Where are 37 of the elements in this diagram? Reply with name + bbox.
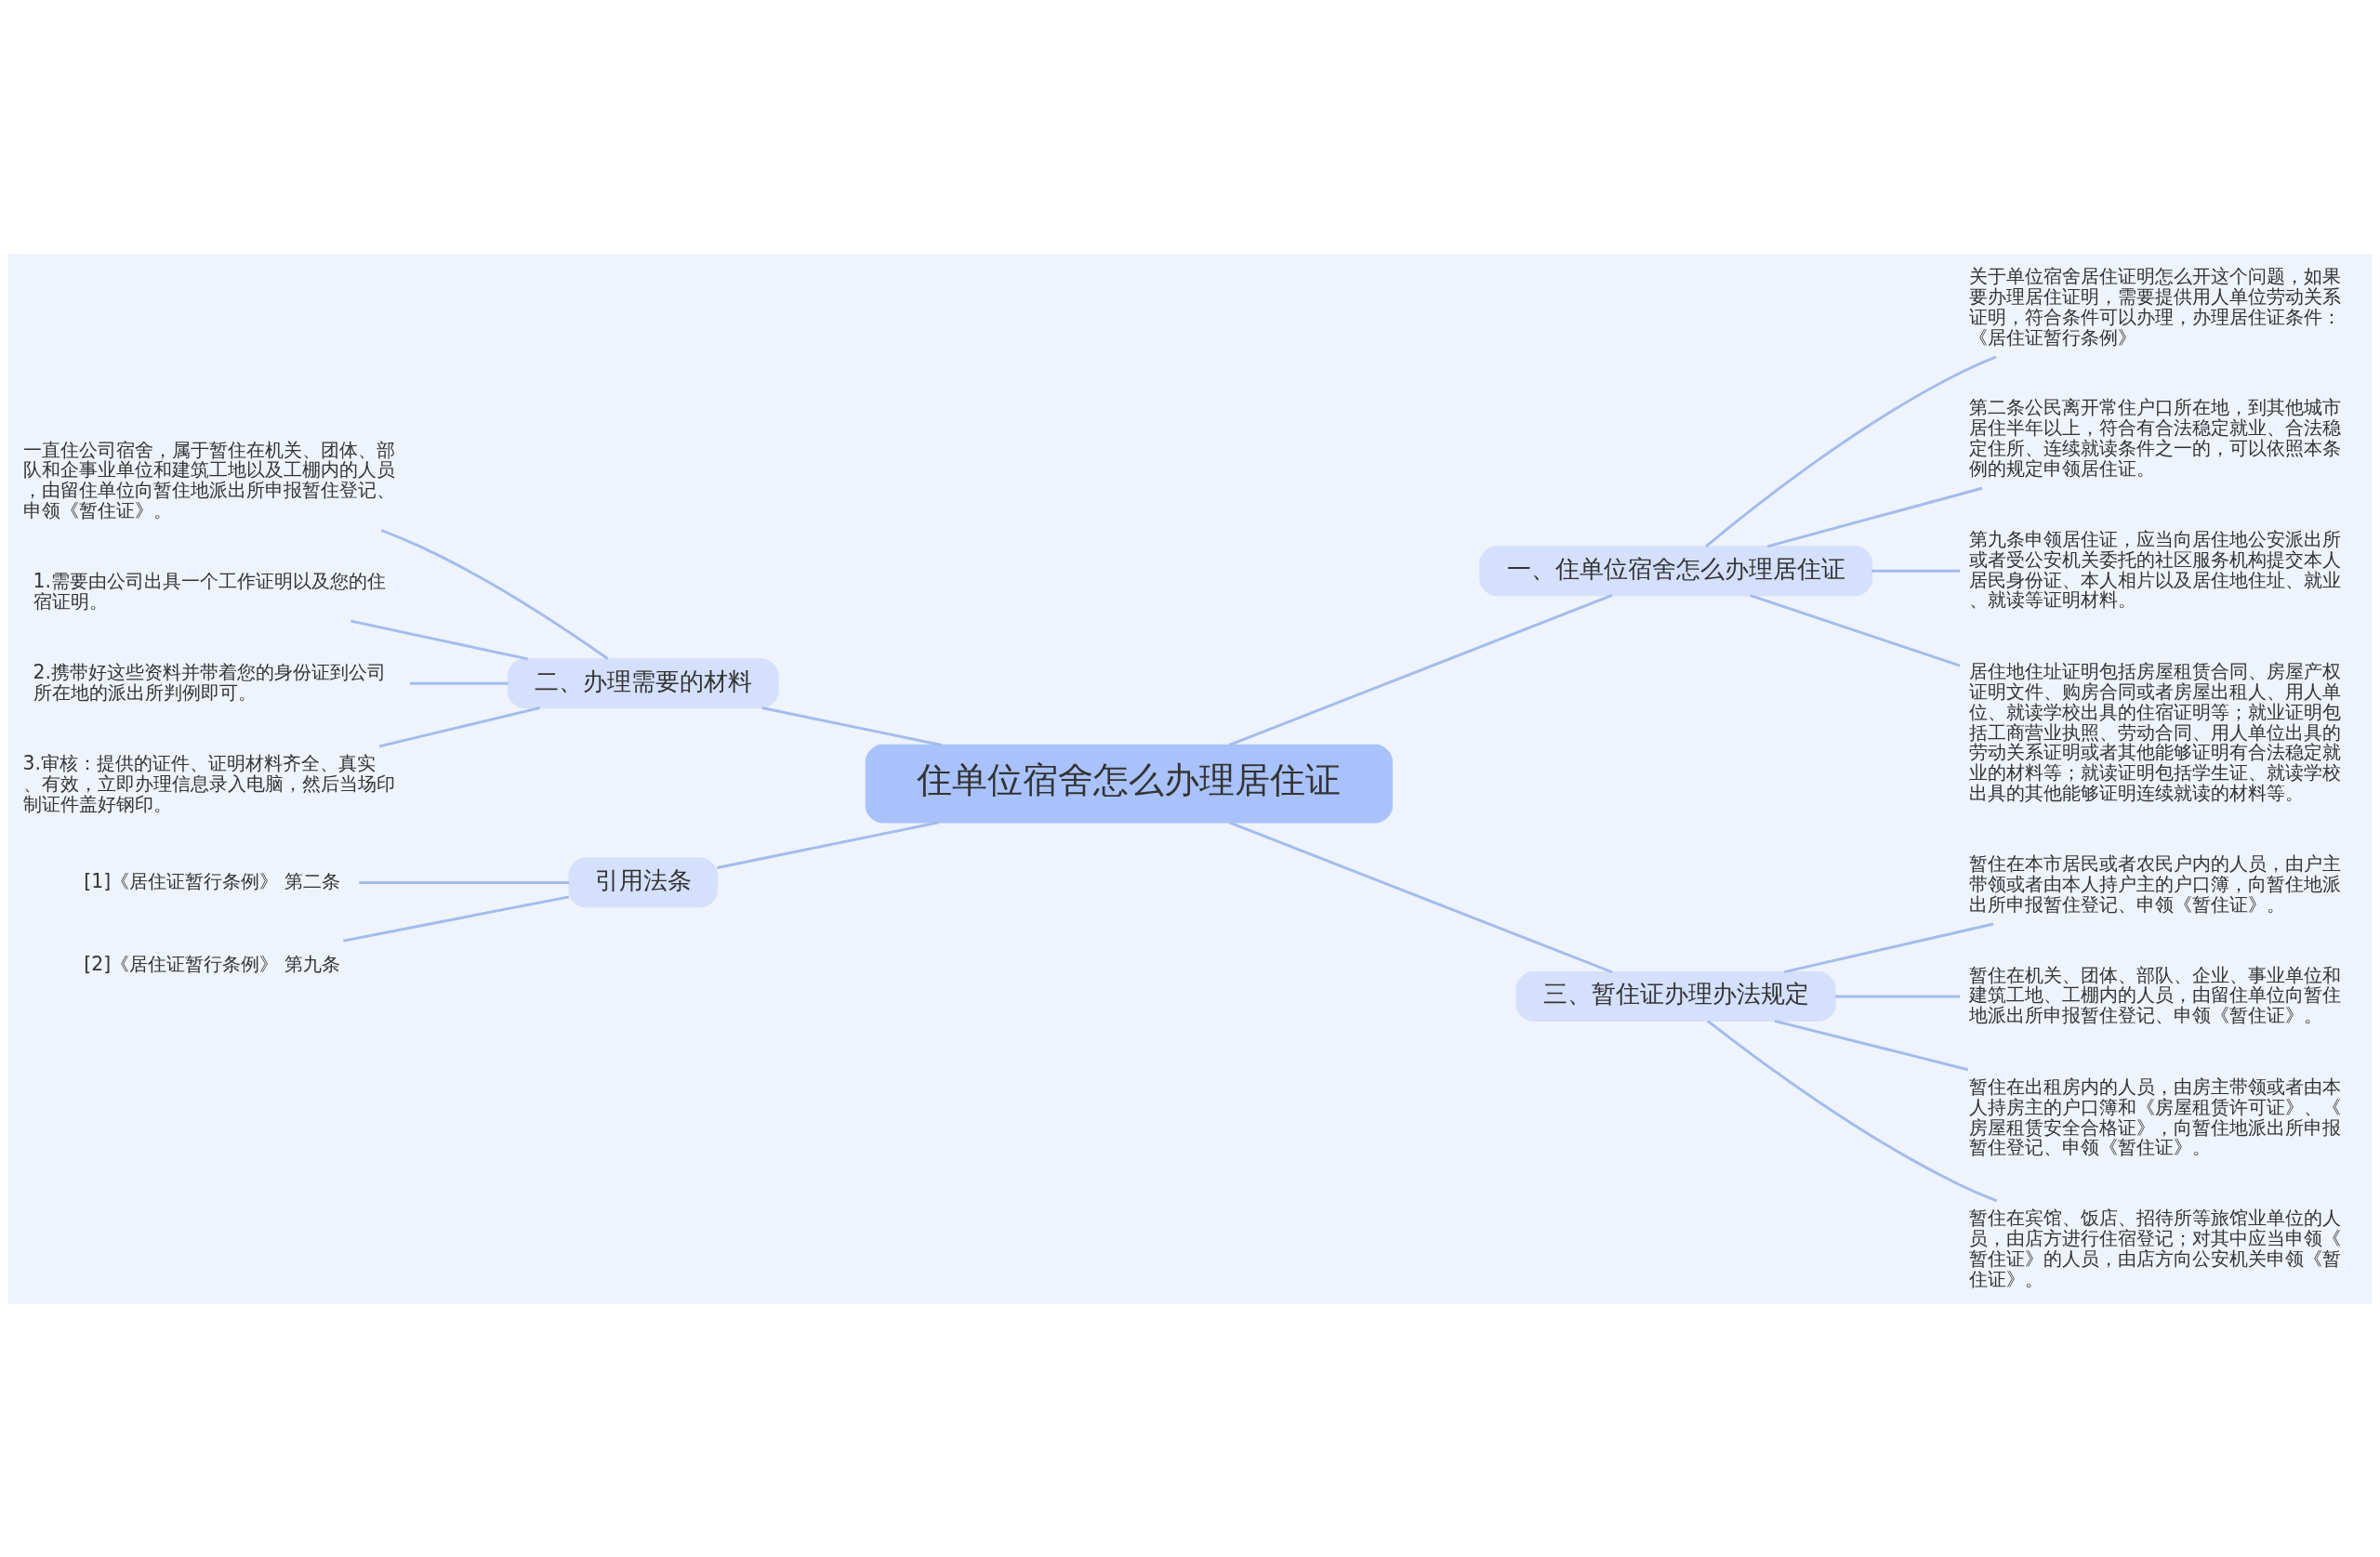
node-text: 暂住在宾馆、饭店、招待所等旅馆业单位的人员，由店方进行住宿登记；对其中应当申领《暂住证》的人员，由店方向公安机关申领《暂住证》。 — [1969, 1206, 2342, 1290]
connector — [761, 706, 942, 746]
connector — [1835, 995, 1961, 997]
node-text: 3.审核：提供的证件、证明材料齐全、真实、有效，立即办理信息录入电脑，然后当场印制证件盖好钢印。 — [22, 751, 395, 815]
node-box: 引用法条 — [568, 857, 718, 907]
node-text: 暂住在本市居民或者农民户内的人员，由户主带领或者由本人持户主的户口簿，向暂住地派出所申报暂住登记、申领《暂住证》。 — [1969, 851, 2342, 916]
node-text: 一直住公司宿舍，属于暂住在机关、团体、部队和企事业单位和建筑工地以及工棚内的人员，由留住单位向暂住地派出所申报暂住登记、申领《暂住证》。 — [22, 438, 395, 521]
node-text: 暂住在机关、团体、部队、企业、事业单位和建筑工地、工棚内的人员，由留住单位向暂住地派出所申报暂住登记、申领《暂住证》。 — [1969, 963, 2342, 1026]
connector — [1750, 593, 1961, 667]
node-text: 暂住在出租房内的人员，由房主带领或者由本人持房主的户口簿和《房屋租赁许可证》、《房屋租赁安全合格证》，向暂住地派出所申报暂住登记、申领《暂住证》。 — [1969, 1075, 2342, 1158]
node-text: 关于单位宿舍居住证明怎么开这个问题，如果要办理居住证明，需要提供用人单位劳动关系证明，符合条件可以办理，办理居住证条件：《居住证暂行条例》 — [1969, 264, 2342, 349]
node-text: [1]《居住证暂行条例》 第二条 — [84, 869, 340, 892]
connector — [343, 894, 570, 943]
connector — [350, 619, 529, 660]
connector — [378, 706, 540, 747]
node-text: 第九条申领居住证，应当向居住地公安派出所或者受公安机关委托的社区服务机构提交本人居民身份证、本人相片以及居住地住址、就业、就读等证明材料。 — [1969, 527, 2342, 611]
connector — [1766, 486, 1983, 548]
node-text: 第二条公民离开常住户口所在地，到其他城市居住半年以上，符合有合法稳定就业、合法稳定住所、连续就读条件之一的，可以依照本条例的规定申领居住证。 — [1969, 395, 2342, 480]
node-box: 一、住单位宿舍怎么办理居住证 — [1479, 545, 1873, 596]
node-text: [2]《居住证暂行条例》 第九条 — [84, 952, 340, 975]
connector — [1229, 593, 1613, 746]
connector — [1705, 355, 1997, 548]
connector — [1774, 1019, 1969, 1071]
node-box: 住单位宿舍怎么办理居住证 — [865, 744, 1393, 823]
connector — [1871, 569, 1961, 573]
connector — [380, 528, 609, 660]
node-text: 1.需要由公司出具一个工作证明以及您的住宿证明。 — [33, 569, 387, 613]
connector — [1229, 820, 1613, 973]
connector — [1783, 922, 1994, 973]
node-box: 三、暂住证办理办法规定 — [1515, 970, 1836, 1022]
node-text: 居住地住址证明包括房屋租赁合同、房屋产权证明文件、购房合同或者房屋出租人、用人单位、就读学校出具的住宿证明等；就业证明包括工商营业执照、劳动合同、用人单位出具的劳动关系证明或者其他能够证明有合法稳定就业的材料等；就读证明包括学生证、就读学校出具的其他能够证明连续就读的材料等。 — [1969, 659, 2342, 804]
connector — [359, 880, 569, 884]
node-text: 2.携带好这些资料并带着您的身份证到公司所在地的派出所判例即可。 — [33, 660, 387, 704]
connector — [1707, 1019, 1998, 1202]
connector — [410, 681, 509, 685]
connector — [717, 820, 939, 869]
node-box: 二、办理需要的材料 — [507, 657, 779, 708]
